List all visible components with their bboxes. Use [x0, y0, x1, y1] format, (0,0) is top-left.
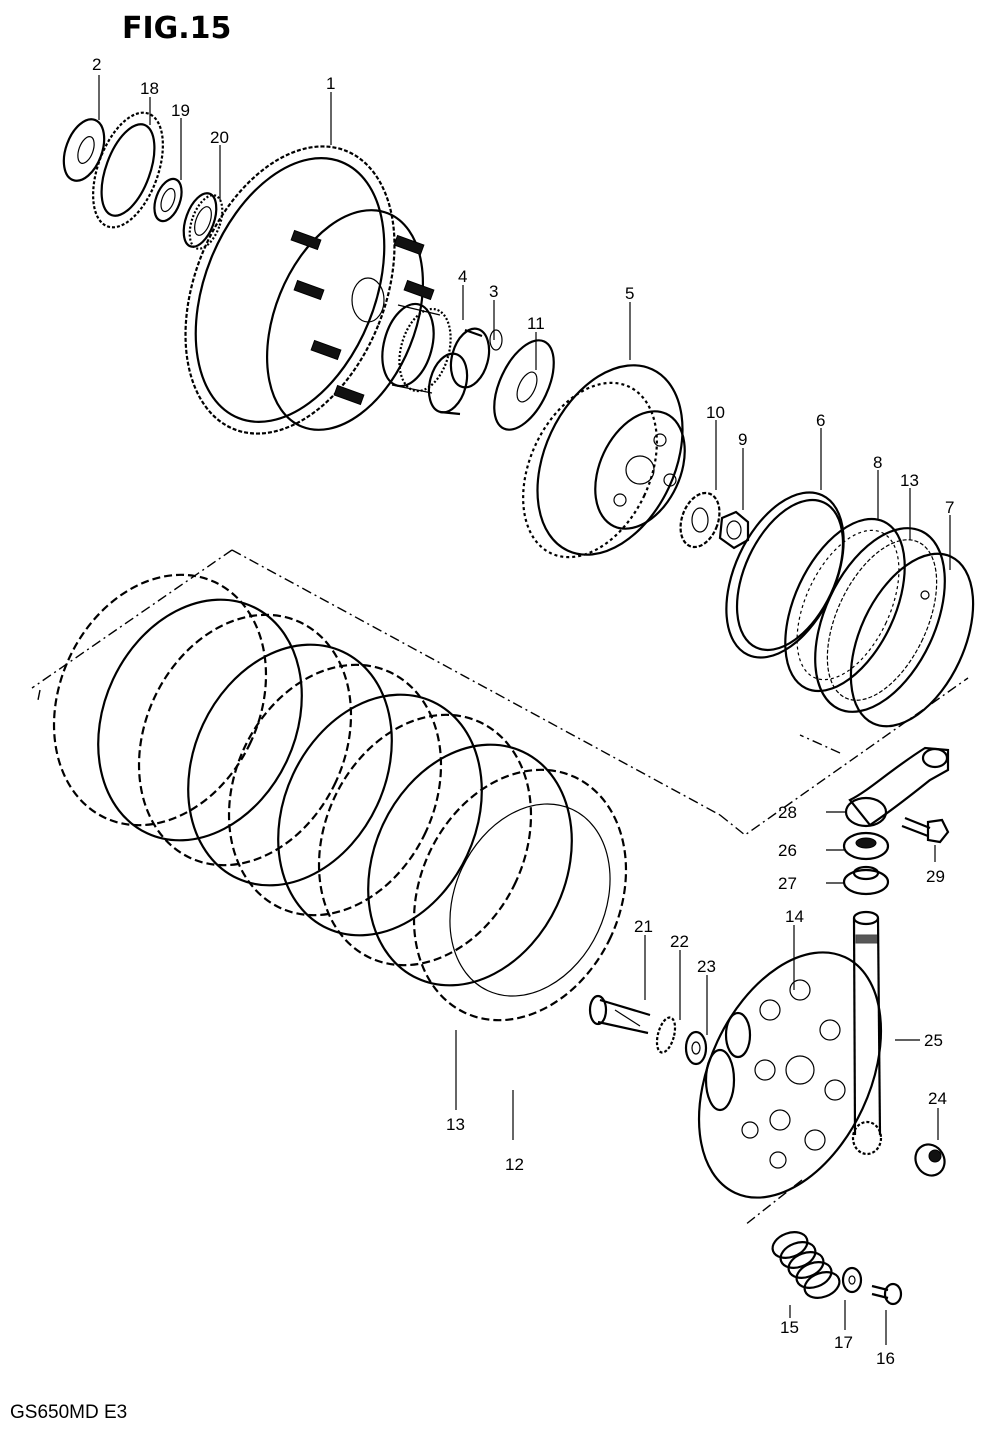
callout-14: 14 [785, 907, 804, 926]
callout-26: 26 [778, 841, 797, 860]
washer-part-23 [684, 1030, 708, 1066]
callout-20: 20 [210, 128, 229, 147]
pushrod-part-21 [588, 994, 651, 1035]
bolt-part-16 [871, 1282, 903, 1306]
leader-lines [98, 75, 951, 1345]
needle-bearing-part-20 [182, 192, 224, 250]
thrust-washer-part-11 [493, 339, 555, 431]
spacer-part-19 [153, 177, 183, 223]
callout-labels: 2 18 19 20 1 4 3 11 5 10 9 6 8 13 7 13 1… [92, 55, 954, 1368]
clutch-plate-stack [52, 573, 628, 1022]
spring-seat-part-8 [784, 517, 906, 693]
clutch-spring-part-15 [771, 1231, 841, 1299]
bearing-part-27 [842, 865, 890, 896]
plate-part-13-upper [814, 527, 946, 713]
callout-21: 21 [634, 917, 653, 936]
thrust-washer-part-2 [62, 118, 106, 182]
spacer-sleeve-part-3 [427, 327, 503, 416]
callout-8: 8 [873, 453, 882, 472]
circlip-part-7 [849, 552, 975, 728]
callout-11: 11 [527, 314, 545, 333]
needle-bearing-part-4 [381, 302, 452, 394]
callout-25: 25 [924, 1031, 943, 1050]
nut-part-24 [914, 1143, 946, 1177]
callout-13-lower: 13 [446, 1115, 465, 1134]
callout-19: 19 [171, 101, 190, 120]
pressure-plate-part-14 [697, 951, 883, 1199]
callout-2: 2 [92, 55, 101, 74]
callout-18: 18 [140, 79, 159, 98]
washer-part-17 [841, 1266, 863, 1294]
bearing-part-22 [655, 1016, 677, 1054]
callout-23: 23 [697, 957, 716, 976]
callout-15: 15 [780, 1318, 799, 1337]
clutch-housing-part-1 [184, 145, 435, 435]
clutch-hub-part-5 [522, 364, 686, 559]
callout-24: 24 [928, 1089, 947, 1108]
callout-6: 6 [816, 411, 825, 430]
callout-12: 12 [505, 1155, 524, 1174]
callout-3: 3 [489, 282, 498, 301]
nut-part-9 [718, 510, 750, 550]
bolt-part-29 [901, 816, 950, 844]
callout-28: 28 [778, 803, 797, 822]
callout-29: 29 [926, 867, 945, 886]
release-lever-part-28 [844, 746, 950, 828]
callout-16: 16 [876, 1349, 895, 1368]
callout-4: 4 [458, 267, 467, 286]
oil-seal-part-26 [842, 831, 890, 861]
callout-17: 17 [834, 1333, 853, 1352]
callout-5: 5 [625, 284, 634, 303]
callout-1: 1 [326, 74, 335, 93]
callout-27: 27 [778, 874, 797, 893]
callout-10: 10 [706, 403, 725, 422]
figure-title: FIG.15 [122, 11, 231, 46]
callout-9: 9 [738, 430, 747, 449]
small-gear-part-18 [92, 111, 164, 229]
model-code: GS650MD E3 [10, 1402, 127, 1423]
lock-washer-part-10 [679, 491, 721, 549]
release-shaft-part-25 [851, 910, 883, 1156]
callout-22: 22 [670, 932, 689, 951]
callout-7: 7 [945, 498, 954, 517]
callout-13-upper: 13 [900, 471, 919, 490]
